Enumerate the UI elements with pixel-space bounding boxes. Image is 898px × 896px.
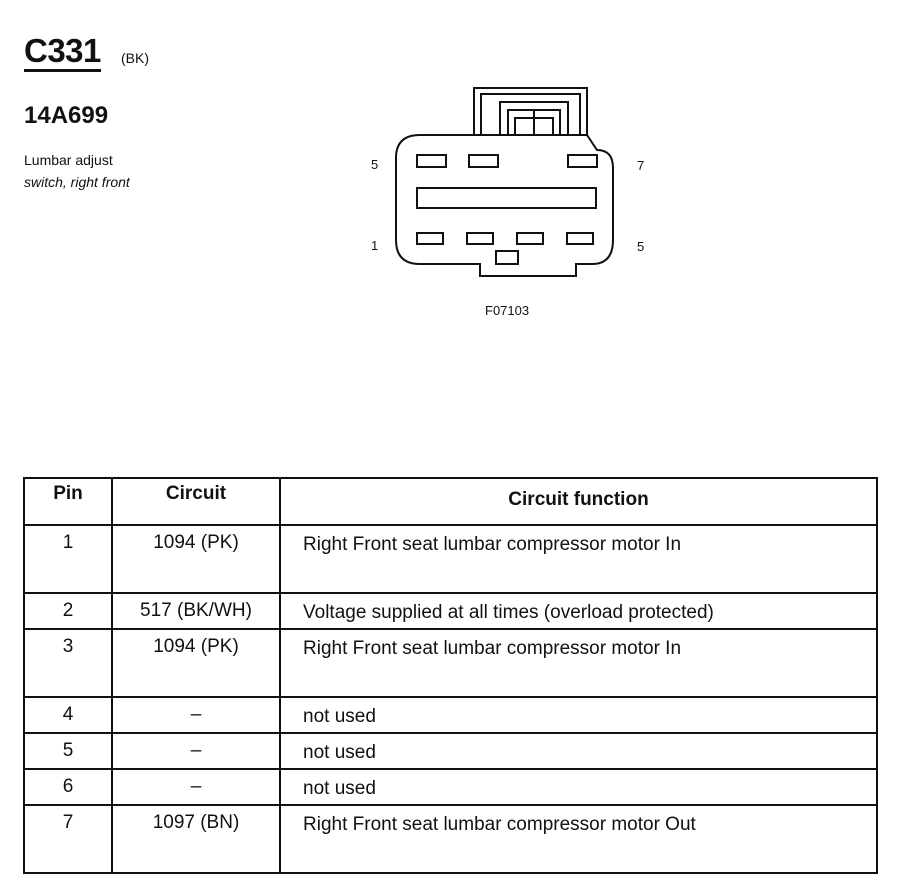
connector-description: Lumbar adjust switch, right front — [24, 149, 130, 193]
table-row: 2 517 (BK/WH) Voltage supplied at all ti… — [23, 592, 878, 630]
table-row: 6 – not used — [23, 768, 878, 806]
cavity-top-2 — [468, 154, 499, 168]
cell-pin: 7 — [23, 804, 113, 874]
table-row: 3 1094 (PK) Right Front seat lumbar comp… — [23, 628, 878, 698]
header-pin: Pin — [23, 477, 113, 526]
cell-function: Right Front seat lumbar compressor motor… — [279, 804, 878, 874]
cell-circuit: 517 (BK/WH) — [111, 592, 281, 630]
cell-circuit: – — [111, 696, 281, 734]
cell-circuit: – — [111, 768, 281, 806]
table-row: 5 – not used — [23, 732, 878, 770]
connector-color: (BK) — [121, 50, 149, 66]
connector-outline — [395, 87, 614, 277]
pinout-table: Pin Circuit Circuit function 1 1094 (PK)… — [23, 477, 878, 874]
figure-id: F07103 — [485, 303, 529, 318]
latch-outer — [473, 87, 588, 135]
housing-body — [395, 134, 614, 277]
cell-circuit: – — [111, 732, 281, 770]
cell-function: Right Front seat lumbar compressor motor… — [279, 628, 878, 698]
connector-id: C331 — [24, 34, 101, 72]
cell-pin: 2 — [23, 592, 113, 630]
cell-function: not used — [279, 732, 878, 770]
cavity-bottom-1 — [416, 232, 444, 245]
cell-circuit: 1094 (PK) — [111, 524, 281, 594]
cavity-bottom-4 — [566, 232, 594, 245]
cell-pin: 1 — [23, 524, 113, 594]
cavity-bottom-3 — [516, 232, 544, 245]
cell-circuit: 1097 (BN) — [111, 804, 281, 874]
cell-pin: 6 — [23, 768, 113, 806]
latch-inner — [480, 93, 581, 135]
table-row: 7 1097 (BN) Right Front seat lumbar comp… — [23, 804, 878, 874]
cell-pin: 5 — [23, 732, 113, 770]
cell-pin: 4 — [23, 696, 113, 734]
table-row: 4 – not used — [23, 696, 878, 734]
header-circuit: Circuit — [111, 477, 281, 526]
cell-function: not used — [279, 696, 878, 734]
cell-function: Voltage supplied at all times (overload … — [279, 592, 878, 630]
cell-pin: 3 — [23, 628, 113, 698]
connector-face-diagram: 5 7 1 5 F07103 — [371, 87, 644, 318]
cavity-top-1 — [416, 154, 447, 168]
cell-circuit: 1094 (PK) — [111, 628, 281, 698]
center-slot — [416, 187, 597, 209]
table-header-row: Pin Circuit Circuit function — [23, 477, 878, 526]
cavity-bottom-2 — [466, 232, 494, 245]
description-line-2: switch, right front — [24, 174, 130, 190]
pin-label-bottom-right: 5 — [637, 239, 644, 254]
table-row: 1 1094 (PK) Right Front seat lumbar comp… — [23, 524, 878, 594]
part-number: 14A699 — [24, 102, 109, 129]
cavity-top-3 — [567, 154, 598, 168]
latch-tab-outer — [499, 101, 569, 135]
pin-label-bottom-left: 1 — [371, 238, 378, 253]
pin-label-top-left: 5 — [371, 157, 378, 172]
description-line-1: Lumbar adjust — [24, 152, 113, 168]
keyway — [495, 250, 519, 265]
cell-function: Right Front seat lumbar compressor motor… — [279, 524, 878, 594]
cell-function: not used — [279, 768, 878, 806]
header-circuit-function: Circuit function — [279, 477, 878, 526]
pin-label-top-right: 7 — [637, 158, 644, 173]
